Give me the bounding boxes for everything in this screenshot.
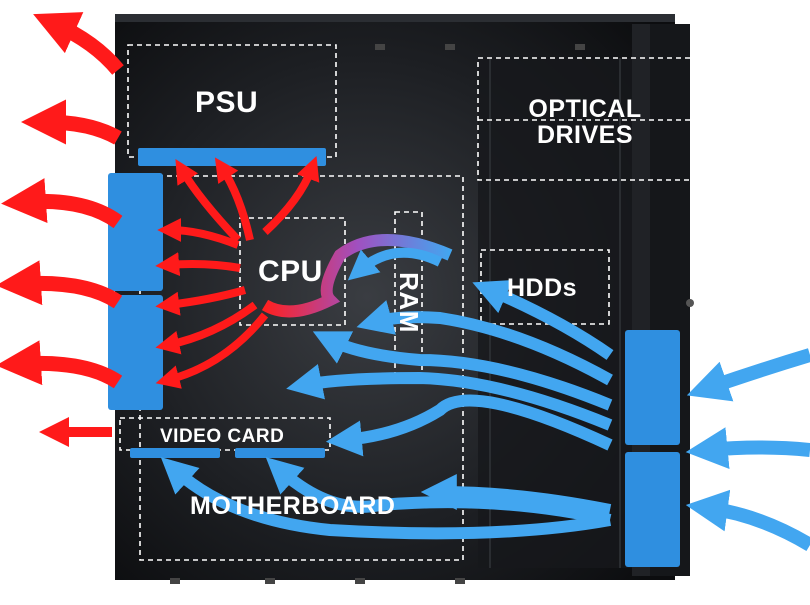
exhaust-arrow-psu-top xyxy=(33,12,124,75)
cpu-outline xyxy=(239,217,346,326)
intake-arrow-1 xyxy=(686,348,810,402)
cpu-intake-arrow xyxy=(347,247,443,281)
exhaust-arrow-psu xyxy=(21,99,122,145)
cool-arrow-video xyxy=(325,394,613,457)
exhaust-arrow-rear-1 xyxy=(1,178,123,229)
cpu-circulation-arrow xyxy=(261,234,453,318)
ram-label: RAM xyxy=(393,272,424,333)
optical-label-line2: DRIVES xyxy=(536,121,634,149)
video-card-label: VIDEO CARD xyxy=(160,426,285,447)
case-feet xyxy=(170,44,585,584)
hdds-label: HDDs xyxy=(507,274,578,302)
video-fan-right xyxy=(235,448,325,458)
exhaust-arrow-rear-3 xyxy=(0,340,123,389)
exhaust-arrows xyxy=(0,12,124,447)
cool-arrow-video-fan-left xyxy=(160,457,612,540)
hot-internal-arrows xyxy=(155,156,320,389)
intake-arrow-2 xyxy=(685,427,810,470)
cool-arrow-mid xyxy=(286,364,613,431)
cool-internal-arrows xyxy=(160,280,614,540)
psu-label: PSU xyxy=(195,86,259,119)
fans xyxy=(108,148,680,567)
intake-arrow-3 xyxy=(685,489,810,552)
optical-label-line1: OPTICAL xyxy=(528,95,642,123)
video-fan-left xyxy=(130,448,220,458)
rear-fan-top xyxy=(108,173,163,291)
front-fan-bottom xyxy=(625,452,680,567)
psu-fan xyxy=(138,148,326,166)
cool-arrow-hdds xyxy=(472,280,614,360)
cool-arrow-ram xyxy=(356,300,613,386)
power-led xyxy=(686,299,694,307)
optical-drives-label: OPTICAL DRIVES xyxy=(520,96,650,148)
rear-fan-bottom xyxy=(108,295,163,410)
motherboard-label: MOTHERBOARD xyxy=(190,492,396,520)
cool-arrow-video-fan-right xyxy=(265,457,612,526)
cool-arrow-motherboard xyxy=(420,474,612,516)
intake-arrows xyxy=(685,348,810,552)
cool-arrow-cpu xyxy=(312,331,613,411)
hdds-outline xyxy=(480,249,610,325)
cpu-label: CPU xyxy=(258,255,323,288)
front-fan-top xyxy=(625,330,680,445)
case-top-edge xyxy=(115,14,675,22)
exhaust-arrow-rear-2 xyxy=(0,260,123,309)
optical-drives-outline xyxy=(477,57,699,181)
